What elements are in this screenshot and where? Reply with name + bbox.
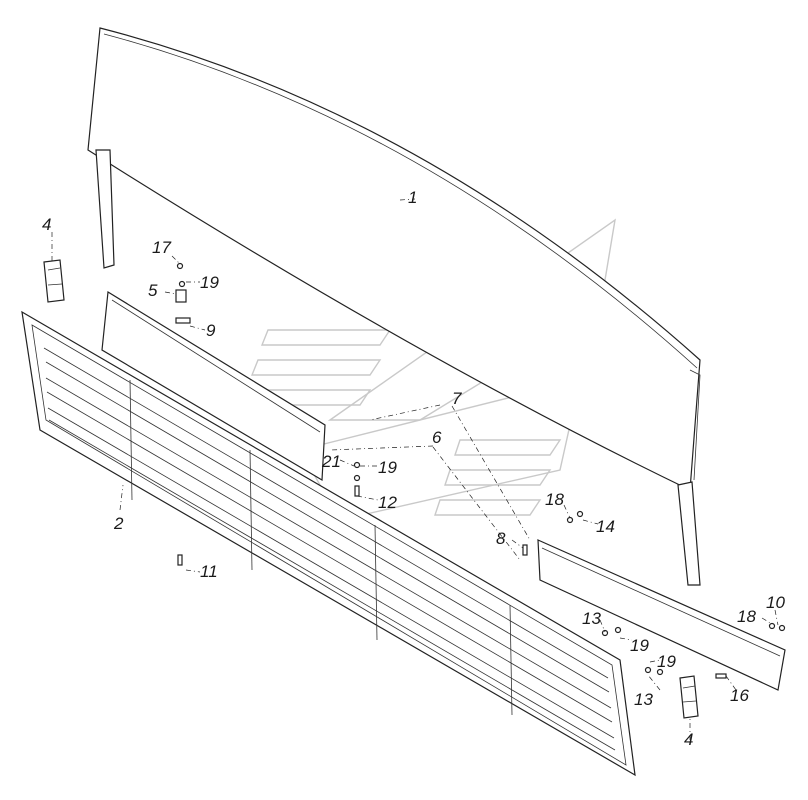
- callout-12: 12: [378, 493, 397, 512]
- callout-6: 6: [432, 428, 442, 447]
- callout-13-bottom: 13: [634, 690, 653, 709]
- callout-17: 17: [152, 238, 171, 257]
- callout-4-top: 4: [42, 215, 51, 234]
- callout-labels: 1 2 4 4 5 6 7 8 9 10 11 12 13 13 14 16 1…: [42, 188, 785, 749]
- callout-16: 16: [730, 686, 749, 705]
- callout-21: 21: [321, 452, 341, 471]
- bracket-right: [679, 675, 699, 719]
- fasteners: [175, 262, 786, 679]
- callout-19-a: 19: [200, 273, 219, 292]
- leader-lines: [51, 198, 779, 740]
- bracket-left: [43, 259, 65, 303]
- callout-1: 1: [408, 188, 417, 207]
- callout-10: 10: [766, 593, 785, 612]
- trim-panel-left: [101, 290, 326, 482]
- callout-5: 5: [148, 281, 158, 300]
- callout-19-d: 19: [657, 652, 676, 671]
- callout-9: 9: [206, 321, 216, 340]
- callout-11: 11: [200, 562, 218, 581]
- callout-19-c: 19: [630, 636, 649, 655]
- hood-panel: [87, 27, 701, 586]
- trim-panel-right: [537, 539, 786, 691]
- callout-2: 2: [113, 514, 124, 533]
- callout-8: 8: [496, 529, 506, 548]
- callout-4-bottom: 4: [684, 730, 693, 749]
- callout-14: 14: [596, 517, 615, 536]
- callout-18-bottom: 18: [737, 607, 756, 626]
- callout-19-b: 19: [378, 458, 397, 477]
- callout-13-top: 13: [582, 609, 601, 628]
- radiator-grille: [21, 310, 636, 777]
- callout-7: 7: [452, 389, 462, 408]
- callout-18-top: 18: [545, 490, 564, 509]
